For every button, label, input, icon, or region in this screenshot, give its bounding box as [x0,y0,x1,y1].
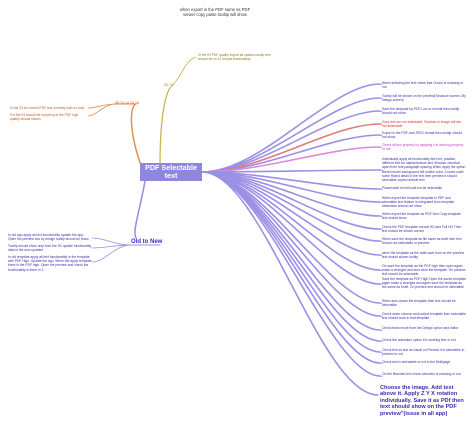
left-note-2-connector [87,103,117,117]
right-note-22: On the Branded text check selection is s… [382,372,461,376]
right-connector-15 [201,171,381,285]
old-note-1: In old app apply all text functionality … [8,233,89,242]
central-node[interactable]: PDF Selectable text [140,163,202,181]
right-note-10: When export the template as PDF Non Copy… [382,212,461,221]
right-note-16: When auto-resize the template then text … [382,299,456,308]
old-note-3: In old template apply all text functiona… [8,255,92,272]
left-branch-connector [130,103,143,169]
right-note-7: Individually apply all functionality lik… [382,157,466,183]
top-date-node[interactable]: 03.15 [164,83,173,87]
big-note: Choose the image. Add text above it. App… [380,385,464,417]
right-note-14: On save the template as the PDF high the… [382,264,466,277]
right-note-11: Check the PDF template normal HD and Ful… [382,225,462,234]
right-note-18: Check team move from the Design option a… [382,326,459,330]
left-date-node[interactable]: 08 13.14.15.16 [115,101,139,105]
big-note-connector [201,171,379,396]
right-note-8: Placeholder text should not be selectabl… [382,186,443,190]
old-branch-connector [134,180,146,239]
old-to-new-node[interactable]: Old to New [131,239,163,245]
left-note-2: For the 03 should be exporting in the PD… [10,113,79,122]
diagram-header: when export in the PDF same as PDF viewe… [170,7,260,17]
right-note-1: When selecting the text check that Curso… [382,81,464,90]
top-date-note: In the 03 PDF quality export all options… [198,53,271,62]
right-note-4: Grey text are not selectable. Shadow or … [382,120,461,129]
right-note-21: Check text is selectable or not in the M… [382,360,451,364]
right-note-20: Check text as text as visual on Preview … [382,348,465,357]
right-note-12: When save the template as file same as d… [382,237,462,246]
top-branch-connector [159,87,171,165]
right-connector-22 [201,171,381,377]
top-note-connector [169,56,197,89]
right-connector-17 [201,171,381,317]
right-note-17: Check when choose multi-select template … [382,312,466,321]
header-line-1: when export in the PDF same as PDF [179,7,251,12]
old-note-2: Tooltip should show only from the 0D upd… [8,244,92,253]
old-note-3-connector [91,244,132,263]
right-note-15: Save the template as PDF High Open the s… [382,277,466,290]
right-note-13: when the template as the draft save from… [382,251,465,260]
right-note-9: When export the template template in PDF… [382,196,455,209]
left-note-1: In the 03 for normal PDF text correctly … [10,106,85,110]
right-note-3: Save the template by PDF Low or normal t… [382,107,460,116]
right-note-2: Tooltip will be shown on the preview(Str… [382,94,466,103]
right-connector-6 [201,146,381,173]
old-note-1-connector [91,237,132,246]
right-connector-3 [201,110,381,173]
right-note-6: Check all text properly by applying it i… [382,143,464,152]
right-note-19: Check the animation option it is working… [382,338,456,342]
header-line-2: viewer copy paste tooltip will show [183,12,247,17]
right-note-5: Export in the PDF and JPEG format then t… [382,131,462,140]
